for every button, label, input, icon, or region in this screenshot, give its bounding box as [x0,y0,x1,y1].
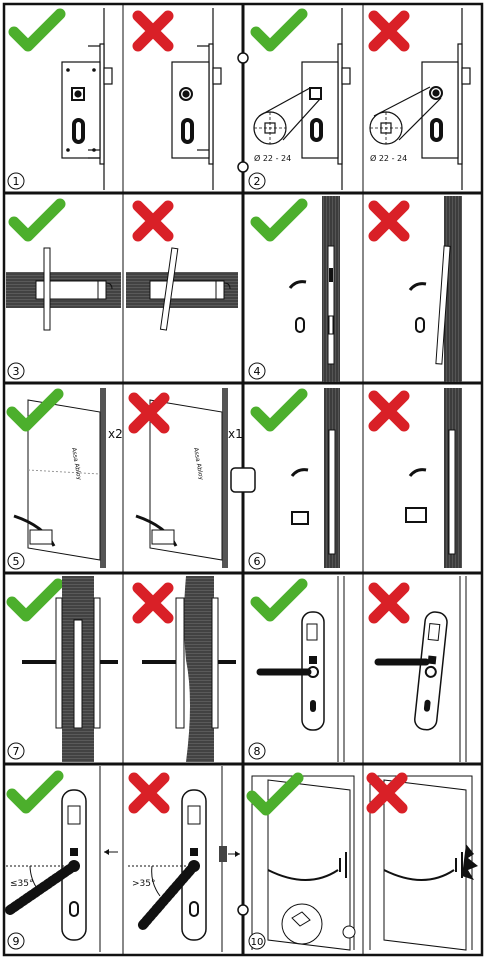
panel-5: Assa Abloy x2 Assa Abloy x1 5 [8,388,243,570]
check-mark-icon [256,394,302,426]
step-number: 8 [254,745,261,758]
cross-mark-icon [374,206,404,236]
panel-4: 4 [248,196,462,382]
check-mark-icon [12,776,58,808]
panel-6: 6 [248,388,462,570]
panel-9: ≤35° >35° 9 [5,766,240,952]
cross-mark-icon [138,588,168,618]
separator-dot [237,52,249,64]
multiplier-correct: x2 [108,427,123,441]
step-number: 7 [13,745,20,758]
check-mark-icon [14,204,60,236]
panel-2: Ø 22 - 24 Ø 22 - 24 2 [248,8,471,190]
angle-label-correct: ≤35° [10,879,34,889]
cross-mark-icon [138,206,168,236]
multiplier-wrong: x1 [228,427,243,441]
check-mark-icon [256,14,302,46]
panel-8: 8 [248,576,467,762]
step-number: 9 [13,935,20,948]
step-number: 2 [254,175,261,188]
panel-10: 10 [249,776,478,951]
check-mark-icon [256,584,302,616]
step-number: 6 [254,555,261,568]
panel-3: 3 [6,204,238,380]
step-number: 4 [254,365,261,378]
angle-label-wrong: >35° [132,879,156,889]
step-number: 1 [13,175,20,188]
diameter-label-wrong: Ø 22 - 24 [370,153,407,163]
separator-dot [237,904,249,916]
cross-mark-icon [374,16,404,46]
panel-1: 1 [7,8,222,190]
cross-mark-icon [134,778,164,808]
separator-box [230,467,256,493]
separator-dot [237,161,249,173]
diameter-label-correct: Ø 22 - 24 [254,153,291,163]
check-mark-icon [12,584,58,616]
step-number: 10 [251,937,264,948]
cross-mark-icon [138,16,168,46]
step-number: 5 [13,555,20,568]
cross-mark-icon [374,396,404,426]
check-mark-icon [256,204,302,236]
cross-mark-icon [374,588,404,618]
panel-7: 7 [8,576,236,762]
step-number: 3 [13,365,20,378]
check-mark-icon [14,14,60,46]
